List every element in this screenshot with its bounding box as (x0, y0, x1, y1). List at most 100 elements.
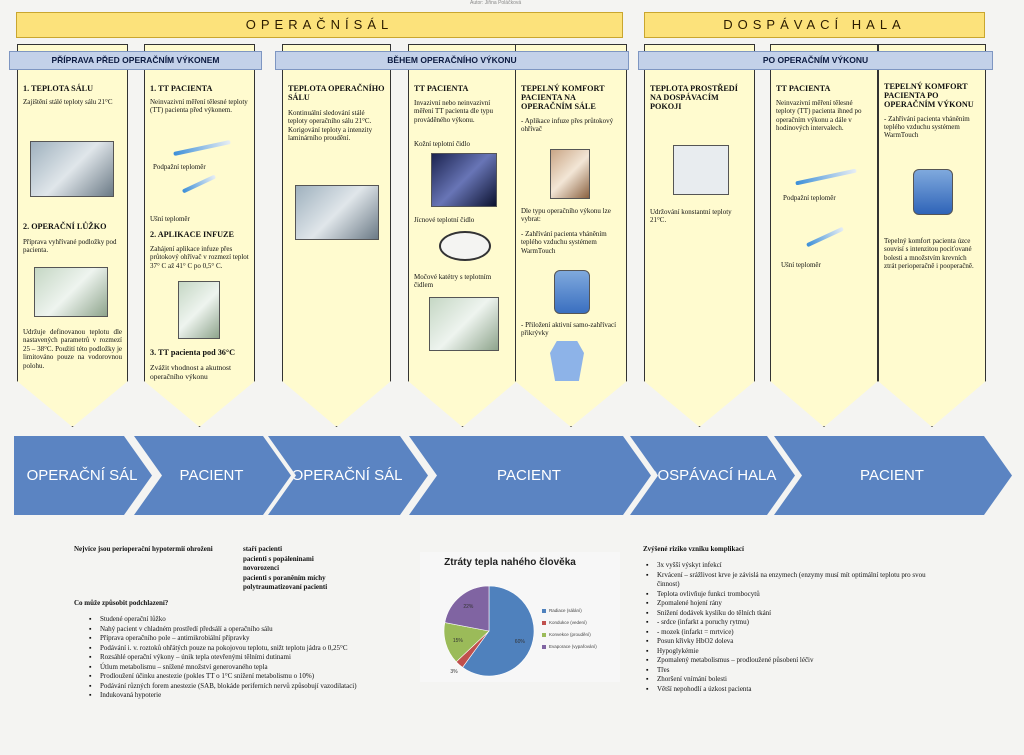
risk-group-item: pacienti s poraněním míchy (243, 573, 326, 582)
col4-label-3: Močové katétry s teplotním čidlem (414, 273, 492, 290)
col2-text-2: Zahájení aplikace infuze přes průtokový … (150, 244, 249, 270)
col7-label-2: Ušní teploměr (781, 261, 821, 269)
flow-arrow-patient: PACIENT (774, 436, 1012, 515)
col5-text-2: Dle typu operačního výkonu lze vybrat: (521, 207, 611, 224)
banner-operating-room: OPERAČNÍSÁL (16, 12, 623, 38)
col4-label-1: Kožní teplotní čidlo (414, 140, 470, 148)
warmtouch-unit-icon (554, 270, 590, 314)
column-recovery-temperature: TEPLOTA PROSTŘEDÍ NA DOSPÁVACÍM POKOJI U… (644, 44, 755, 427)
col1-heading-2: 2. OPERAČNÍ LŮŽKO (23, 222, 107, 231)
pie-data-label: 22% (463, 604, 474, 610)
risk-group-item: polytraumatizovaní pacienti (243, 583, 328, 591)
complication-item: Zpomalené hojení rány (643, 599, 933, 609)
ear-thermometer-icon (181, 174, 217, 194)
col2-label-1: Podpažní teploměr (153, 163, 206, 171)
complication-item: Krvácení – srážlivost krve je závislá na… (643, 571, 933, 590)
urinary-catheter-photo (429, 297, 499, 351)
axillary-thermometer-icon-2 (795, 168, 857, 186)
col3-heading: TEPLOTA OPERAČNÍHO SÁLU (288, 84, 385, 102)
flow-arrow-label: PACIENT (497, 467, 561, 484)
col2-heading-1: 1. TT PACIENTA (150, 84, 213, 93)
cause-item: Rozsáhlé operační výkony – únik tepla ot… (86, 653, 357, 663)
skin-sensor-photo (431, 153, 497, 207)
risk-group-item: pacienti s popáleninami (243, 554, 314, 563)
col1-text-3: Udržuje definovanou teplotu dle nastaven… (23, 328, 122, 370)
col8-text-1: - Zahřívání pacienta vháněním teplého vz… (884, 114, 970, 140)
legend-item: Konvekce (proudění) (542, 632, 597, 637)
pie-slice-3 (444, 585, 490, 632)
col4-text: Invazivní nebo neinvazivní měření TT pac… (414, 98, 494, 124)
heated-pad-photo (34, 267, 108, 317)
legend-item: Radiace (sálání) (542, 608, 597, 613)
column-patient-after: TT PACIENTA Neinvazivní měření tělesné t… (770, 44, 878, 427)
ear-thermometer-icon-2 (806, 226, 844, 248)
cause-item: Příprava operačního pole – antimikrobiál… (86, 634, 357, 644)
legend-label: Radiace (sálání) (549, 608, 582, 613)
risk-group-item: staří pacienti (243, 545, 283, 553)
complication-item: Větší nepohodlí a úzkost pacienta (643, 685, 933, 695)
legend-swatch (542, 620, 546, 625)
col2-text-3: Zvážit vhodnost a akutnost operačního vý… (150, 362, 232, 381)
col4-label-2: Jícnové teplotní čidlo (414, 216, 475, 224)
flow-arrow-label: PACIENT (179, 467, 244, 484)
col2-text-1: Neinvazivní měření tělesné teploty (TT) … (150, 97, 248, 115)
col6-text: Udržování konstantní teploty 21°C. (650, 208, 732, 225)
flow-arrow-label: DOSPÁVACÍ HALA (646, 467, 777, 484)
col2-heading-2: 2. APLIKACE INFUZE (150, 230, 234, 239)
room-thermostat-icon (673, 145, 729, 195)
col6-heading: TEPLOTA PROSTŘEDÍ NA DOSPÁVACÍM POKOJI (650, 84, 738, 111)
col5-text-4: - Přiložení aktivní samo-zahřívací přikr… (521, 321, 617, 338)
warmtouch-unit-icon-2 (913, 169, 953, 215)
group-header-after: PO OPERAČNÍM VÝKONU (638, 51, 993, 70)
complication-item: Posun křivky HbO2 doleva (643, 637, 933, 647)
column-or-temperature: 1. TEPLOTA SÁLU Zajištění stálé teploty … (17, 44, 128, 427)
col2-label-2: Ušní teploměr (150, 215, 190, 223)
complication-item: Snížení dodávek kyslíku do tělních tkání (643, 609, 933, 619)
legend-label: Konvekce (proudění) (549, 632, 591, 637)
or-thermostat-photo (30, 141, 114, 197)
pie-data-label: 15% (453, 638, 464, 644)
col7-heading: TT PACIENTA (776, 84, 831, 93)
complications-list: 3x vyšší výskyt infekcíKrvácení – srážli… (643, 561, 933, 694)
col2-heading-3: 3. TT pacienta pod 36°C (150, 348, 236, 357)
complication-item: 3x vyšší výskyt infekcí (643, 561, 933, 571)
infusion-warmer-photo-2 (550, 149, 590, 199)
col1-heading-1: 1. TEPLOTA SÁLU (23, 84, 93, 93)
col5-text-3: - Zahřívání pacienta vháněním teplého vz… (521, 229, 607, 255)
col1-text-2: Příprava vyhřívané podložky pod pacienta… (23, 237, 117, 255)
column-patient-prep: 1. TT PACIENTA Neinvazivní měření tělesn… (144, 44, 255, 427)
causes-list: Studené operační lůžkoNahý pacient v chl… (86, 615, 357, 701)
col1-text-1: Zajištění stálé teploty sálu 21°C (23, 97, 113, 106)
col7-text: Neinvazivní měření tělesné teploty (TT) … (776, 98, 862, 133)
cause-item: Indukovaná hypoterie (86, 691, 357, 701)
legend-item: Evaporace (vypařování) (542, 644, 597, 649)
legend-item: Kondukce (vedení) (542, 620, 597, 625)
pie-data-label: 3% (450, 669, 458, 675)
col5-heading: TEPELNÝ KOMFORT PACIENTA NA OPERAČNÍM SÁ… (521, 84, 605, 111)
chart-title: Ztráty tepla nahého člověka (444, 557, 576, 568)
flow-arrow-or: OPERAČNÍ SÁL (14, 436, 152, 515)
cause-item: Prodloužení účinku anestezie (pokles TT … (86, 672, 357, 682)
col4-heading: TT PACIENTA (414, 84, 469, 93)
col7-label-1: Podpažní teploměr (783, 194, 836, 202)
column-or-temperature-during: TEPLOTA OPERAČNÍHO SÁLU Kontinuální sled… (282, 44, 391, 427)
flow-arrow-recovery: DOSPÁVACÍ HALA (630, 436, 795, 515)
cause-item: Podávání různých forem anestezie (SAB, b… (86, 682, 357, 692)
complications-title: Zvýšené riziko vzniku komplikací (643, 545, 744, 553)
complication-item: Zhoršení vnímání bolesti (643, 675, 933, 685)
group-header-during: BĚHEM OPERAČNÍHO VÝKONU (275, 51, 629, 70)
legend-label: Kondukce (vedení) (549, 620, 587, 625)
axillary-thermometer-icon (173, 140, 231, 156)
legend-swatch (542, 632, 546, 637)
column-comfort-after: TEPELNÝ KOMFORT PACIENTA PO OPERAČNÍM VÝ… (878, 44, 986, 427)
heat-loss-pie-chart: 60%3%15%22% (443, 585, 535, 677)
esophageal-probe-icon (439, 231, 491, 261)
pie-slice-0 (462, 585, 535, 677)
column-comfort-during: TEPELNÝ KOMFORT PACIENTA NA OPERAČNÍM SÁ… (515, 44, 627, 427)
complication-item: Hypoglykémie (643, 647, 933, 657)
legend-label: Evaporace (vypařování) (549, 644, 597, 649)
cause-item: Podávání i. v. roztoků ohřátých pouze na… (86, 644, 357, 654)
flow-arrow-label: OPERAČNÍ SÁL (26, 467, 138, 484)
risk-groups-title-text: Nejvíce jsou perioperační hypotermií ohr… (74, 545, 213, 553)
